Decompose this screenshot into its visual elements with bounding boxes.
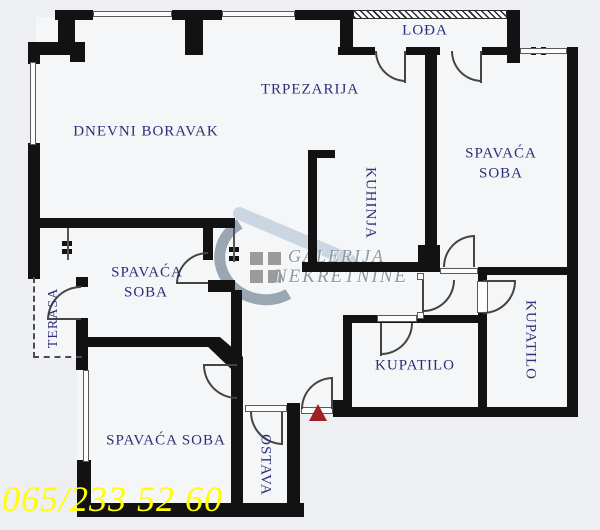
wall-segment: [77, 503, 304, 517]
room-label-bedroom-top-right-1: SPAVAĆA: [465, 145, 537, 162]
room-label-bedroom-top-right-2: SOBA: [478, 165, 524, 182]
wall-segment: [425, 55, 437, 247]
wall-segment: [203, 228, 213, 260]
wall-segment: [77, 460, 91, 510]
wall-segment: [308, 158, 317, 270]
wall-segment: [231, 290, 242, 360]
window-line: [417, 273, 424, 280]
window-line: [83, 370, 89, 462]
room-label-dining: TRPEZARIJA: [260, 81, 360, 98]
door-leaf: [47, 318, 81, 320]
door-leaf: [422, 280, 424, 312]
room-label-bedroom-middle-1: SPAVAĆA: [111, 264, 183, 281]
wall-segment: [185, 10, 203, 55]
loggia-window: [353, 10, 507, 19]
room-label-pantry: OSTAVA: [257, 434, 274, 496]
wall-segment: [208, 280, 235, 292]
floor-area: [352, 55, 567, 267]
window-line: [520, 48, 567, 54]
closet-line: [67, 228, 69, 260]
closet-line: [233, 228, 235, 262]
door-leaf: [281, 412, 283, 445]
watermark-square: [250, 270, 263, 283]
wall-segment: [338, 47, 375, 55]
window-line: [30, 62, 36, 145]
window-line: [417, 312, 424, 319]
wall-segment: [85, 337, 210, 347]
phone-number: 065/233 52 60: [2, 479, 224, 519]
room-label-kitchen: KUHINJA: [362, 167, 379, 239]
wall-segment: [482, 47, 517, 55]
wall-segment: [343, 318, 352, 407]
wall-segment: [333, 407, 578, 417]
entrance-marker-icon: [309, 404, 327, 421]
door-leaf: [480, 51, 482, 83]
room-label-bedroom-bottom: SPAVAĆA SOBA: [106, 432, 226, 449]
door-leaf: [331, 377, 333, 409]
wall-segment: [507, 10, 520, 63]
door-leaf: [473, 235, 475, 267]
door-leaf: [203, 364, 237, 366]
window-line: [245, 405, 287, 412]
wall-segment: [406, 47, 440, 55]
wall-segment: [28, 42, 40, 64]
terrace-open-edge: [33, 277, 82, 358]
window-line: [93, 11, 172, 17]
room-label-bathroom-small: KUPATILO: [522, 300, 539, 380]
room-label-living: DNEVNI BORAVAK: [73, 123, 219, 140]
door-leaf: [404, 51, 406, 83]
window-line: [440, 268, 478, 274]
room-label-terrace: TERASA: [46, 287, 61, 349]
room-label-loggia: LOĐA: [402, 22, 448, 39]
watermark-square: [250, 252, 263, 265]
wall-segment: [478, 267, 487, 407]
door-leaf: [483, 280, 516, 282]
wall-segment: [28, 143, 40, 279]
wall-segment: [287, 403, 300, 517]
wall-segment: [308, 150, 335, 158]
watermark-square: [268, 270, 281, 283]
room-label-bathroom-main: KUPATILO: [375, 357, 455, 374]
wall-segment: [567, 47, 578, 417]
wall-segment: [70, 42, 85, 62]
room-label-bedroom-middle-2: SOBA: [123, 284, 169, 301]
door-leaf: [176, 282, 208, 284]
wall-segment: [76, 277, 88, 287]
window-line: [222, 11, 295, 17]
wall-segment: [340, 10, 353, 55]
watermark-square: [268, 252, 281, 265]
wall-segment: [478, 267, 578, 275]
wall-segment: [302, 262, 418, 272]
wall-segment: [28, 218, 235, 228]
window-line: [377, 315, 417, 322]
wall-segment: [418, 245, 440, 272]
wall-segment: [295, 10, 353, 20]
door-leaf: [380, 323, 382, 356]
